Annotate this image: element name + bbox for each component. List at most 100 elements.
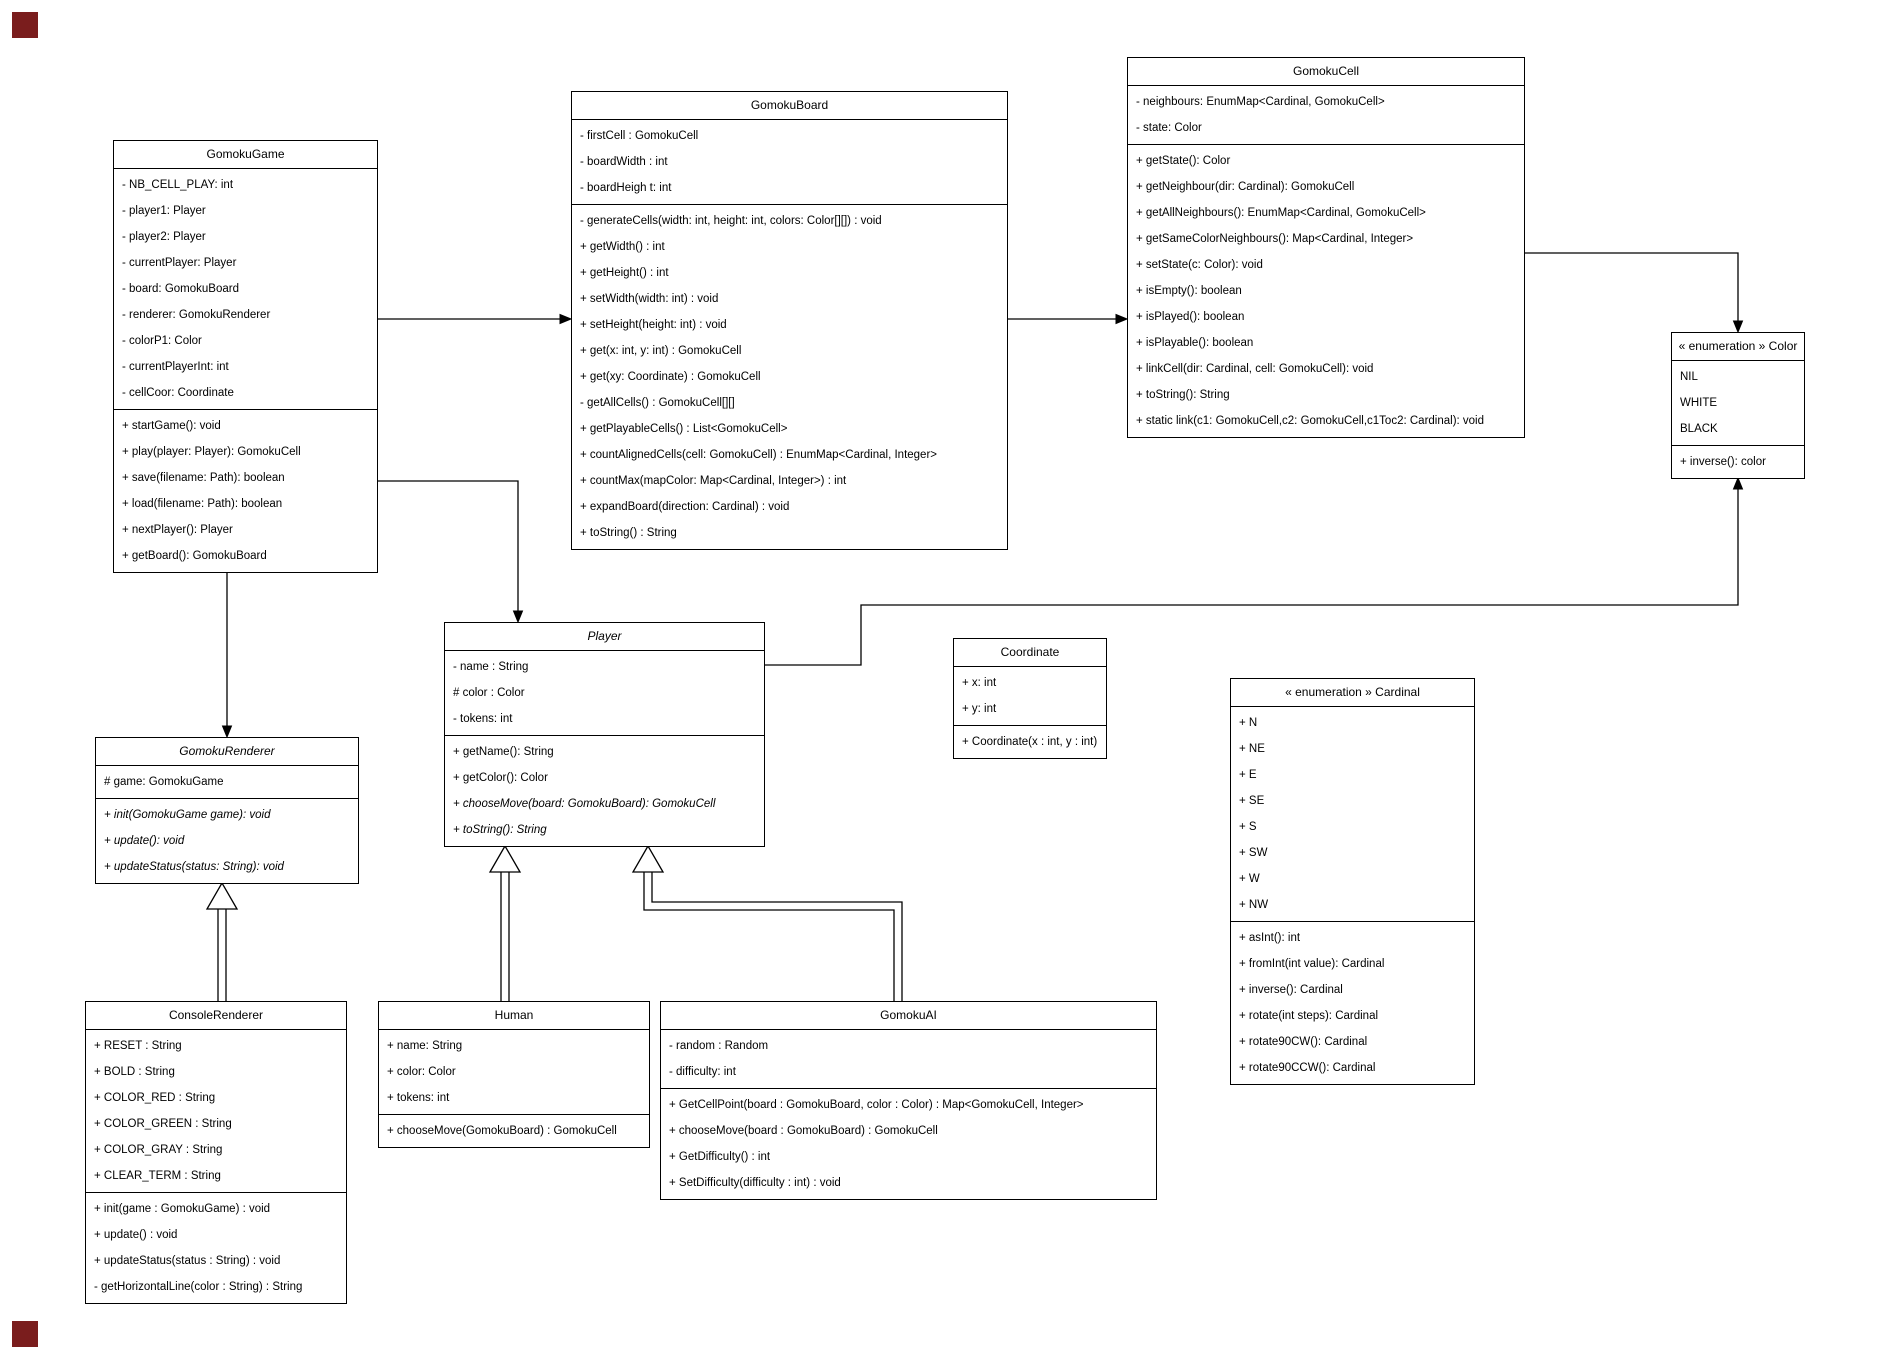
member-row: - name : String — [453, 661, 529, 673]
methods-compartment: + inverse(): color — [1672, 446, 1804, 478]
member-row: + getBoard(): GomokuBoard — [122, 550, 267, 562]
member-row: + getWidth() : int — [580, 241, 665, 253]
class-title: ConsoleRenderer — [86, 1002, 346, 1030]
class-gomokuboard[interactable]: GomokuBoard - firstCell : GomokuCell- bo… — [571, 91, 1008, 550]
member-row: + fromInt(int value): Cardinal — [1239, 958, 1385, 970]
member-row: + updateStatus(status: String): void — [104, 861, 284, 873]
class-consolerenderer[interactable]: ConsoleRenderer + RESET : String+ BOLD :… — [85, 1001, 347, 1304]
member-row: + save(filename: Path): boolean — [122, 472, 285, 484]
arrowhead — [512, 610, 524, 624]
arrowhead — [1732, 476, 1744, 490]
methods-compartment: + getName(): String+ getColor(): Color+ … — [445, 736, 764, 846]
methods-compartment: + startGame(): void+ play(player: Player… — [114, 410, 377, 572]
attributes-compartment: - NB_CELL_PLAY: int- player1: Player- pl… — [114, 169, 377, 410]
member-row: + y: int — [962, 703, 997, 715]
member-row: + SW — [1239, 847, 1268, 859]
arrowhead — [221, 725, 233, 739]
enum-title: « enumeration » Cardinal — [1231, 679, 1474, 707]
member-row: - state: Color — [1136, 122, 1202, 134]
member-row: + getNeighbour(dir: Cardinal): GomokuCel… — [1136, 181, 1355, 193]
attributes-compartment: + RESET : String+ BOLD : String+ COLOR_R… — [86, 1030, 346, 1193]
member-row: + inverse(): color — [1680, 456, 1766, 468]
member-row: + static link(c1: GomokuCell,c2: GomokuC… — [1136, 415, 1485, 427]
member-row: + S — [1239, 821, 1257, 833]
generalization-triangle — [205, 881, 239, 910]
class-title: GomokuRenderer — [96, 738, 358, 766]
member-row: - currentPlayerInt: int — [122, 361, 229, 373]
member-row: - player1: Player — [122, 205, 206, 217]
attributes-compartment: - neighbours: EnumMap<Cardinal, GomokuCe… — [1128, 86, 1524, 145]
member-row: + CLEAR_TERM : String — [94, 1170, 221, 1182]
member-row: + getPlayableCells() : List<GomokuCell> — [580, 423, 788, 435]
member-row: + Coordinate(x : int, y : int) — [962, 736, 1098, 748]
member-row: + COLOR_RED : String — [94, 1092, 216, 1104]
member-row: + getSameColorNeighbours(): Map<Cardinal… — [1136, 233, 1414, 245]
member-row: + x: int — [962, 677, 997, 689]
methods-compartment: + init(GomokuGame game): void + update():… — [96, 799, 358, 883]
enum-cardinal[interactable]: « enumeration » Cardinal + N+ NE+ E+ SE+… — [1230, 678, 1475, 1085]
member-row: + chooseMove(GomokuBoard) : GomokuCell — [387, 1125, 617, 1137]
attributes-compartment: # game: GomokuGame — [96, 766, 358, 799]
member-row: - generateCells(width: int, height: int,… — [580, 215, 882, 227]
member-row: + init(GomokuGame game): void — [104, 809, 271, 821]
member-row: - NB_CELL_PLAY: int — [122, 179, 234, 191]
class-player[interactable]: Player - name : String# color : Color- t… — [444, 622, 765, 847]
member-row: - neighbours: EnumMap<Cardinal, GomokuCe… — [1136, 96, 1385, 108]
member-row: + expandBoard(direction: Cardinal) : voi… — [580, 501, 790, 513]
class-title: Coordinate — [954, 639, 1106, 667]
member-row: + countAlignedCells(cell: GomokuCell) : … — [580, 449, 937, 461]
member-row: + linkCell(dir: Cardinal, cell: GomokuCe… — [1136, 363, 1374, 375]
member-row: + get(x: int, y: int) : GomokuCell — [580, 345, 742, 357]
attributes-compartment: + name: String+ color: Color+ tokens: in… — [379, 1030, 649, 1115]
methods-compartment: + Coordinate(x : int, y : int) — [954, 726, 1106, 758]
arrowhead — [559, 313, 573, 325]
member-row: - getHorizontalLine(color : String) : St… — [94, 1281, 303, 1293]
methods-compartment: + getState(): Color + getNeighbour(dir: C… — [1128, 145, 1524, 437]
red-marker-bottom — [12, 1321, 38, 1347]
member-row: # color : Color — [453, 687, 525, 699]
enum-title: « enumeration » Color — [1672, 333, 1804, 361]
member-row: - boardWidth : int — [580, 156, 668, 168]
member-row: + setHeight(height: int) : void — [580, 319, 727, 331]
member-row: - board: GomokuBoard — [122, 283, 239, 295]
member-row: + update(): void — [104, 835, 185, 847]
class-human[interactable]: Human + name: String+ color: Color+ toke… — [378, 1001, 650, 1148]
class-gomokurenderer[interactable]: GomokuRenderer # game: GomokuGame + init… — [95, 737, 359, 884]
member-row: + startGame(): void — [122, 420, 221, 432]
member-row: + get(xy: Coordinate) : GomokuCell — [580, 371, 761, 383]
member-row: BLACK — [1680, 423, 1718, 435]
member-row: + init(game : GomokuGame) : void — [94, 1203, 271, 1215]
member-row: + isEmpty(): boolean — [1136, 285, 1242, 297]
member-row: - renderer: GomokuRenderer — [122, 309, 271, 321]
member-row: + rotate(int steps): Cardinal — [1239, 1010, 1379, 1022]
member-row: + isPlayed(): boolean — [1136, 311, 1245, 323]
methods-compartment: + chooseMove(GomokuBoard) : GomokuCell — [379, 1115, 649, 1147]
member-row: + getAllNeighbours(): EnumMap<Cardinal, … — [1136, 207, 1426, 219]
class-coordinate[interactable]: Coordinate + x: int + y: int + Coordinate… — [953, 638, 1107, 759]
edge-game-player — [378, 480, 519, 611]
member-row: + getColor(): Color — [453, 772, 548, 784]
attributes-compartment: - name : String # color : Color - tokens: … — [445, 651, 764, 736]
member-row: + chooseMove(board: GomokuBoard): Gomoku… — [453, 798, 716, 810]
member-row: + GetDifficulty() : int — [669, 1151, 771, 1163]
member-row: + asInt(): int — [1239, 932, 1301, 944]
member-row: - difficulty: int — [669, 1066, 736, 1078]
member-row: - tokens: int — [453, 713, 513, 725]
member-row: # game: GomokuGame — [104, 776, 224, 788]
class-gomokuai[interactable]: GomokuAI - random : Random- difficulty: … — [660, 1001, 1157, 1200]
edge-cell-color — [1525, 252, 1739, 321]
generalization-triangle — [631, 844, 665, 873]
member-row: + nextPlayer(): Player — [122, 524, 233, 536]
enum-values-compartment: + N+ NE+ E+ SE+ S+ SW+ W+ NW — [1231, 707, 1474, 922]
member-row: + NW — [1239, 899, 1269, 911]
member-row: WHITE — [1680, 397, 1718, 409]
member-row: + NE — [1239, 743, 1265, 755]
member-row: + setState(c: Color): void — [1136, 259, 1263, 271]
class-gomokucell[interactable]: GomokuCell - neighbours: EnumMap<Cardina… — [1127, 57, 1525, 438]
member-row: + getState(): Color — [1136, 155, 1231, 167]
class-gomokugame[interactable]: GomokuGame - NB_CELL_PLAY: int- player1:… — [113, 140, 378, 573]
member-row: - getAllCells() : GomokuCell[][] — [580, 397, 735, 409]
member-row: + toString() : String — [580, 527, 677, 539]
edge-ai-player-shaft — [643, 872, 895, 1001]
